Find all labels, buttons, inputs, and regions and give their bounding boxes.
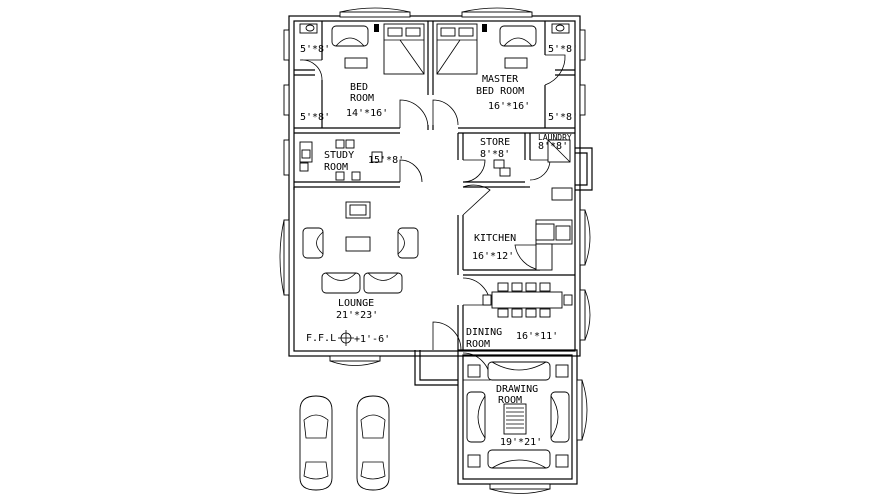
store-label: STORE (480, 137, 510, 148)
corner-table (467, 454, 481, 468)
tv-icon (345, 201, 371, 219)
bedroom-label: ROOM (350, 93, 374, 104)
outer-walls (288, 15, 581, 485)
bed-icon (374, 23, 425, 75)
corner-table (467, 364, 481, 378)
bath-size-label: 5'*8' (548, 44, 578, 55)
dining-label: ROOM (466, 339, 490, 350)
master-bedroom-label: BED ROOM (476, 86, 524, 97)
armchair-icon (466, 391, 486, 443)
bedroom-label: BED (350, 82, 368, 93)
lounge-size: 21'*23' (336, 310, 378, 321)
store-shelf-icon (493, 159, 511, 177)
lounge-label: LOUNGE (338, 298, 374, 309)
car-icon (356, 395, 390, 491)
store-size: 8'*8' (480, 149, 510, 160)
master-bedroom-label: MASTER (482, 74, 519, 85)
interior-walls (293, 21, 593, 350)
study-label: STUDY (324, 150, 354, 161)
side-table (344, 57, 368, 69)
room-labels: 5'*8' 5'*8' 5'*8' 5'*8' BED ROOM 14'*16'… (300, 44, 578, 448)
corner-table (555, 454, 569, 468)
dining-label: DINING (466, 327, 502, 338)
drawing-label: DRAWING (496, 384, 538, 395)
sofa-icon (487, 361, 551, 381)
kitchen-size: 16'*12' (472, 251, 514, 262)
study-size: 15'*8' (368, 155, 404, 166)
armchair-icon (331, 25, 369, 47)
toilet-icon (299, 23, 318, 34)
windows (279, 7, 591, 494)
bed-icon (436, 23, 487, 75)
laundry-label: LAUNDRY (538, 133, 572, 142)
armchair-icon (302, 227, 324, 259)
armchair-icon (550, 391, 570, 443)
dining-table-icon (482, 282, 573, 318)
bath-size-label: 5'*8' (548, 112, 578, 123)
sofa-icon (321, 272, 403, 294)
rug-icon (503, 403, 527, 435)
armchair-icon (397, 227, 419, 259)
drawing-label: ROOM (498, 395, 522, 406)
level-marker-icon (338, 330, 354, 346)
dining-size: 16'*11' (516, 331, 558, 342)
corner-table (555, 364, 569, 378)
side-table (504, 57, 528, 69)
study-label: ROOM (324, 162, 348, 173)
kitchen-label: KITCHEN (474, 233, 516, 244)
armchair-icon (499, 25, 537, 47)
kitchen-counter-icon (535, 187, 573, 271)
master-bedroom-size: 16'*16' (488, 101, 530, 112)
ffl-value: +1'-6' (354, 334, 390, 345)
coffee-table (345, 236, 371, 252)
study-desk-icon (299, 139, 383, 181)
laundry-size: 8'*8' (538, 141, 568, 152)
bedroom-size: 14'*16' (346, 108, 388, 119)
car-icon (299, 395, 333, 491)
toilet-icon (551, 23, 570, 34)
sofa-icon (487, 449, 551, 469)
bath-size-label: 5'*8' (300, 44, 330, 55)
bath-size-label: 5'*8' (300, 112, 330, 123)
drawing-size: 19'*21' (500, 437, 542, 448)
ffl-label: F.F.L (306, 333, 336, 344)
washer-icon (547, 139, 571, 163)
